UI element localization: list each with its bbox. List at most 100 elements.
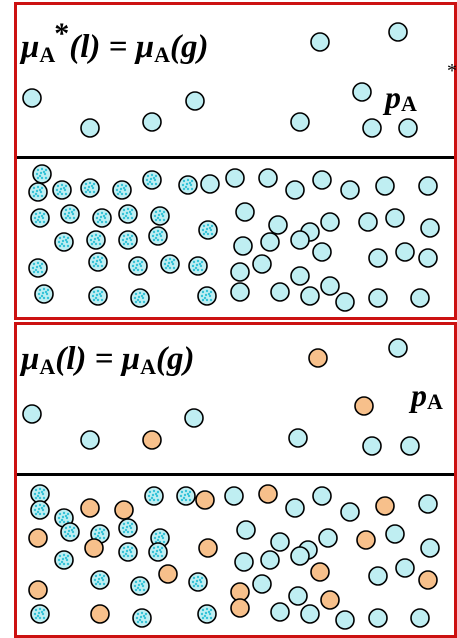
molecule-dot xyxy=(43,513,45,515)
molecule-dot xyxy=(127,234,129,236)
molecule-dot xyxy=(123,217,125,219)
molecule-dot xyxy=(163,211,165,213)
solvent-molecule xyxy=(291,547,309,565)
solvent-molecule xyxy=(81,179,99,197)
molecule-dot xyxy=(149,499,151,501)
molecule-dot xyxy=(140,616,142,618)
molecule-dot xyxy=(90,239,92,241)
molecule-dot xyxy=(39,189,41,191)
solvent-molecule xyxy=(151,207,169,225)
solute-molecule xyxy=(419,571,437,589)
solute-molecule xyxy=(196,491,214,509)
molecule-dot xyxy=(125,193,127,195)
solute-molecule xyxy=(81,499,99,517)
molecule-dot xyxy=(181,499,183,501)
molecule-dot xyxy=(71,529,73,531)
molecule-dot xyxy=(151,183,153,185)
molecule-dot xyxy=(36,173,38,175)
molecule-dot xyxy=(133,261,135,263)
molecule-dot xyxy=(125,553,127,555)
molecule-dot xyxy=(208,293,210,295)
molecule-dot xyxy=(153,555,155,557)
molecule-dot xyxy=(105,221,107,223)
molecule-dot xyxy=(205,294,207,296)
molecule-dot xyxy=(163,533,165,535)
molecule-dot xyxy=(189,491,191,493)
molecule-dot xyxy=(152,494,154,496)
molecule-dot xyxy=(143,581,145,583)
molecule-dot xyxy=(35,505,37,507)
molecule-dot xyxy=(159,210,161,212)
molecule-dot xyxy=(206,617,208,619)
molecule-dot xyxy=(41,215,43,217)
molecule-dot xyxy=(169,267,171,269)
molecule-dot xyxy=(157,555,159,557)
molecule-dot xyxy=(95,297,97,299)
solvent-molecule xyxy=(363,437,381,455)
molecule-dot xyxy=(141,269,143,271)
molecule-dot xyxy=(35,193,37,195)
molecule-dot xyxy=(191,188,193,190)
solvent-molecule xyxy=(286,181,304,199)
molecule-dot xyxy=(37,262,39,264)
molecule-dot xyxy=(152,551,154,553)
solvent-molecule xyxy=(231,263,249,281)
molecule-dot xyxy=(137,260,139,262)
molecule-dot xyxy=(56,189,58,191)
molecule-dot xyxy=(73,217,75,219)
molecule-dot xyxy=(151,174,153,176)
solvent-molecule xyxy=(199,221,217,239)
molecule-dot xyxy=(136,617,138,619)
solvent-molecule xyxy=(225,487,243,505)
solvent-molecule xyxy=(143,171,161,189)
molecule-dot xyxy=(191,180,193,182)
molecule-dot xyxy=(88,186,90,188)
molecule-dot xyxy=(98,578,100,580)
molecule-dot xyxy=(171,261,173,263)
solute-molecule xyxy=(115,501,133,519)
molecule-dot xyxy=(41,491,43,493)
molecule-dot xyxy=(63,245,65,247)
molecule-dot xyxy=(93,191,95,193)
molecule-dot xyxy=(33,263,35,265)
molecule-dot xyxy=(37,495,39,497)
molecule-dot xyxy=(101,212,103,214)
solvent-molecule xyxy=(419,177,437,195)
molecule-dot xyxy=(134,297,136,299)
molecule-dot xyxy=(196,580,198,582)
solvent-molecule xyxy=(301,287,319,305)
molecule-dot xyxy=(41,271,43,273)
molecule-dot xyxy=(155,219,157,221)
molecule-dot xyxy=(99,583,101,585)
solvent-molecule xyxy=(186,92,204,110)
molecule-dot xyxy=(36,190,38,192)
molecule-dot xyxy=(91,243,93,245)
molecule-dot xyxy=(126,526,128,528)
molecule-dot xyxy=(123,209,125,211)
molecule-dot xyxy=(187,493,189,495)
solvent-molecule xyxy=(411,609,429,627)
molecule-dot xyxy=(103,583,105,585)
molecule-dot xyxy=(93,183,95,185)
molecule-dot xyxy=(101,291,103,293)
molecule-dot xyxy=(129,211,131,213)
molecule-dot xyxy=(101,577,103,579)
solvent-molecule xyxy=(31,501,49,519)
molecule-dot xyxy=(62,516,64,518)
solvent-molecule xyxy=(81,431,99,449)
molecule-dot xyxy=(181,491,183,493)
molecule-dot xyxy=(137,613,139,615)
molecule-dot xyxy=(152,235,154,237)
molecule-dot xyxy=(36,266,38,268)
molecule-dot xyxy=(61,243,63,245)
molecule-dot xyxy=(123,531,125,533)
molecule-dot xyxy=(141,583,143,585)
molecule-dot xyxy=(34,509,36,511)
solvent-molecule xyxy=(226,169,244,187)
molecule-dot xyxy=(35,497,37,499)
molecule-dot xyxy=(59,513,61,515)
molecule-dot xyxy=(135,301,137,303)
molecule-dot xyxy=(95,263,97,265)
molecule-dot xyxy=(129,525,131,527)
molecule-dot xyxy=(206,299,208,301)
